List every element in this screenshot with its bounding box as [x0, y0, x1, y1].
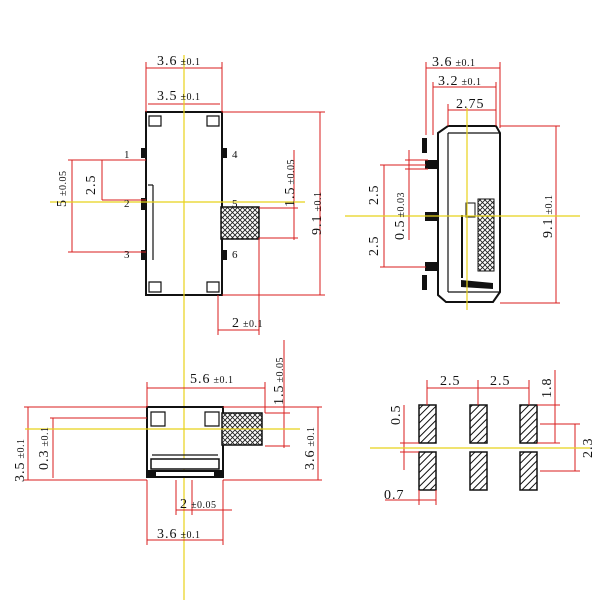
- top-total-length: 9.1±0.1: [310, 192, 325, 236]
- side-width-inner: 2.75: [456, 97, 485, 112]
- pad-length: 1.8: [540, 378, 555, 399]
- front-view: 5.6±0.1 1.5±0.05 3.5±0.1 0.3±0.1 3.6±0.1…: [13, 340, 322, 545]
- side-width-outer: 3.6±0.1: [432, 55, 476, 70]
- pad-pitch-1: 2.5: [440, 374, 461, 389]
- top-actuator-height: 1.5±0.05: [283, 159, 298, 207]
- pad-top-3: [519, 404, 538, 444]
- pin-label-5: 5: [232, 198, 238, 210]
- side-width-mid: 3.2±0.1: [438, 74, 482, 89]
- front-view-dimension-lines: [24, 340, 322, 545]
- pin-label-6: 6: [232, 249, 238, 261]
- pad-width: 0.7: [384, 488, 405, 503]
- side-pin-width: 0.5±0.03: [393, 192, 408, 240]
- side-view-body: [422, 125, 501, 303]
- front-actuator-height: 1.5±0.05: [272, 357, 287, 405]
- pad-bottom-2: [469, 451, 488, 491]
- top-view-actuator: [220, 206, 260, 240]
- top-actuator-length: 2±0.1: [232, 316, 263, 331]
- pad-gap: 0.5: [389, 405, 404, 426]
- top-height-left: 5±0.05: [55, 171, 70, 208]
- top-view: 3.6±0.1 3.5±0.1 2.5 5±0.05 1.5±0.05 9.1±…: [50, 54, 325, 600]
- pad-layout: 2.5 2.5 1.8 2.3 0.5 0.7: [370, 370, 596, 505]
- pin-label-2: 2: [124, 198, 130, 210]
- pin-label-4: 4: [232, 149, 238, 161]
- front-view-body: [146, 406, 224, 478]
- pad-bottom-1: [418, 451, 437, 491]
- front-body-width: 3.6±0.1: [157, 527, 201, 542]
- side-length: 9.1±0.1: [541, 195, 556, 239]
- front-total-width: 5.6±0.1: [190, 372, 234, 387]
- pad-top-1: [418, 404, 437, 444]
- side-view-actuator: [477, 198, 495, 272]
- pin-label-3: 3: [124, 249, 130, 261]
- front-actuator-length: 2±0.05: [180, 497, 217, 512]
- pad-bottom-3: [519, 451, 538, 491]
- pin-label-1: 1: [124, 149, 130, 161]
- pad-layout-pads: [418, 404, 538, 491]
- side-pitch-top: 2.5: [367, 185, 382, 206]
- top-width-inner: 3.5±0.1: [157, 89, 201, 104]
- pad-top-2: [469, 404, 488, 444]
- side-view: 3.6±0.1 3.2±0.1 2.75 2.5 2.5 0.5±0.03 9.…: [345, 55, 580, 310]
- top-width-outer: 3.6±0.1: [157, 54, 201, 69]
- side-pitch-bottom: 2.5: [367, 236, 382, 257]
- pad-pitch-2: 2.5: [490, 374, 511, 389]
- top-pitch-label: 2.5: [84, 175, 99, 196]
- front-actuator-offset: 3.6±0.1: [303, 427, 318, 471]
- front-body-height: 3.5±0.1: [13, 439, 28, 483]
- front-base-offset: 0.3±0.1: [37, 427, 52, 471]
- side-view-slider: [465, 202, 476, 218]
- pad-row-span: 2.3: [581, 438, 596, 459]
